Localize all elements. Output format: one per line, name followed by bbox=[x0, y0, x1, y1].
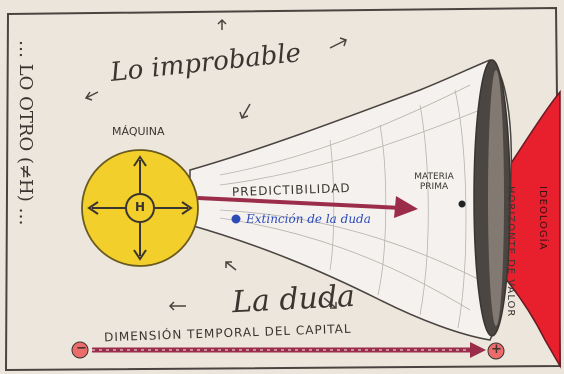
minus-label: − bbox=[76, 341, 87, 356]
materia-prima-label: MATERIA PRIMA bbox=[414, 172, 454, 192]
extincion-label: Extinción de la duda bbox=[246, 212, 371, 226]
funnel-opening-inner bbox=[488, 70, 504, 326]
scatter-arrows bbox=[84, 18, 347, 311]
horizonte-label: HORIZONTE DE VALOR bbox=[505, 186, 516, 318]
maquina-label: MÁQUINA bbox=[112, 125, 165, 138]
lo-otro-label: … LO OTRO (≠H) … bbox=[15, 40, 36, 226]
predictibilidad-arrowhead bbox=[394, 196, 418, 218]
predictibilidad-arrow bbox=[197, 196, 403, 210]
h-node bbox=[125, 193, 155, 223]
funnel-hatching bbox=[219, 84, 481, 329]
extincion-dot bbox=[231, 214, 241, 224]
h-node-label: H bbox=[135, 200, 146, 214]
plus-circle bbox=[487, 342, 505, 360]
ideologia-label: IDEOLOGÍA bbox=[537, 186, 548, 251]
la-duda-label: La duda bbox=[231, 278, 356, 321]
plus-label: + bbox=[491, 342, 502, 357]
dimension-arrowhead bbox=[470, 342, 486, 358]
minus-circle bbox=[71, 341, 89, 359]
materia-prima-dot bbox=[458, 200, 466, 208]
sphere-arrows bbox=[87, 155, 193, 261]
